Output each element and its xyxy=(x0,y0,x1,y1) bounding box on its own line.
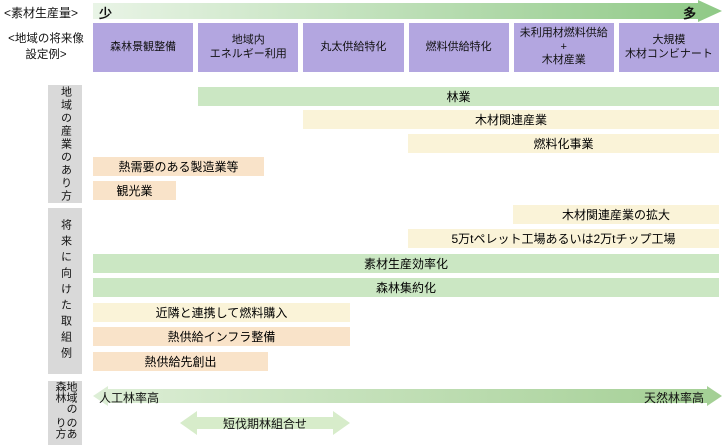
production-volume-arrow xyxy=(93,0,722,22)
bar-forestry: 林業 xyxy=(198,87,719,106)
region-vision-label: <地域の将来像 設定例> xyxy=(8,33,84,62)
section-label-regional-forest: 地域の森林 のあり方 xyxy=(48,381,82,445)
scenario-log-supply: 丸太供給特化 xyxy=(303,23,404,72)
bar-pellet-chip-plant: 5万tペレット工場あるいは2万tチップ工場 xyxy=(408,229,719,248)
section-label-regional-forest-line1: 地域の森林 xyxy=(54,381,77,414)
short-rotation-arrow xyxy=(180,411,350,435)
scenario-unused-material: 未利用材燃料供給 + 木材産業 xyxy=(513,23,614,72)
section-label-regional-forest-line2: のあり方 xyxy=(54,416,77,439)
bar-heat-supply-infrastructure: 熱供給インフラ整備 xyxy=(93,327,350,346)
section-label-future-initiatives: 将来に向けた取組例 xyxy=(48,208,82,374)
bar-fuel-business: 燃料化事業 xyxy=(408,134,719,153)
natural-forest-label: 天然林率高 xyxy=(644,391,705,405)
material-production-label: <素材生産量> xyxy=(4,6,79,20)
scenario-local-energy: 地域内 エネルギー利用 xyxy=(198,23,299,72)
scenario-fuel-supply: 燃料供給特化 xyxy=(408,23,509,72)
bar-expand-wood-industry: 木材関連産業の拡大 xyxy=(513,205,719,224)
bar-forest-consolidation: 森林集約化 xyxy=(93,278,719,297)
scale-high-label: 多 xyxy=(683,6,697,21)
bar-material-production-efficiency: 素材生産効率化 xyxy=(93,254,719,273)
scale-low-label: 少 xyxy=(99,6,113,21)
section-label-regional-industry: 地域の産業のあり方 xyxy=(48,85,82,203)
scenario-large-complex: 大規模 木材コンビナート xyxy=(618,23,720,72)
scenario-row: 森林景観整備 地域内 エネルギー利用 丸太供給特化 燃料供給特化 未利用材燃料供… xyxy=(93,23,720,72)
short-rotation-label: 短伐期林組合せ xyxy=(222,416,307,431)
bar-heat-demand-manufacturing: 熱需要のある製造業等 xyxy=(93,157,264,176)
bar-wood-related-industry: 木材関連産業 xyxy=(303,110,719,129)
planted-forest-label: 人工林率高 xyxy=(99,391,160,405)
bar-fuel-purchase-with-neighbors: 近隣と連携して燃料購入 xyxy=(93,303,350,322)
scenario-forest-landscape: 森林景観整備 xyxy=(93,23,194,72)
bar-tourism: 観光業 xyxy=(93,181,176,200)
forest-ratio-arrow xyxy=(93,386,722,406)
bar-heat-supply-destination: 熱供給先創出 xyxy=(93,352,268,371)
